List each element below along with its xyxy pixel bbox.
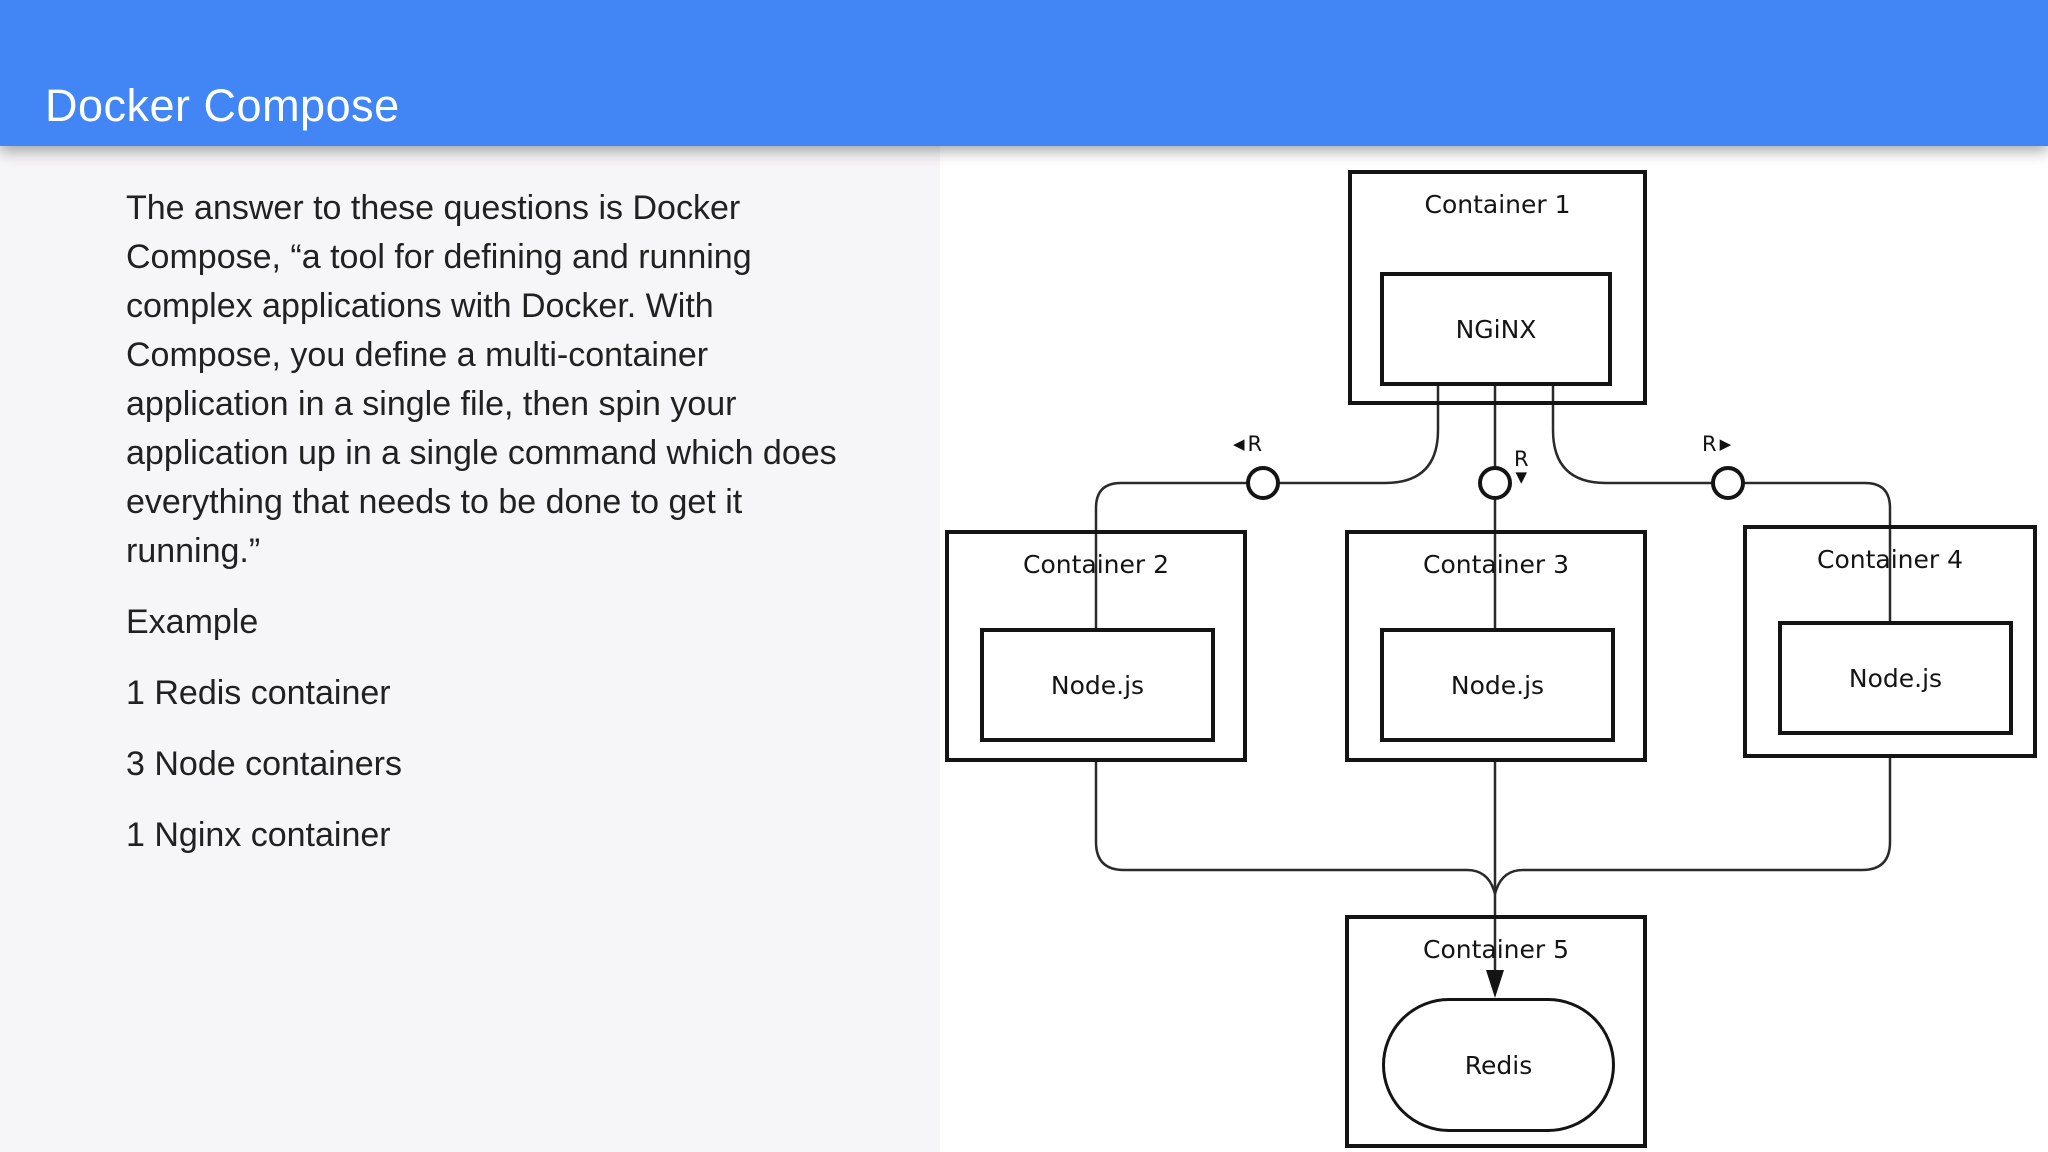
link-marker-right: R ▶: [1702, 434, 1731, 455]
link-marker-middle-label: R: [1514, 447, 1529, 471]
link-port-right: [1711, 466, 1745, 500]
paragraph-line: Compose, you define a multi-container: [126, 336, 709, 374]
container-2-box: Container 2: [945, 530, 1247, 762]
connector-nginx-to-container4: [1551, 386, 1892, 621]
text-column: The answer to these questions is Docker …: [126, 146, 906, 860]
slide-title: Docker Compose: [45, 80, 400, 131]
connector-nginx-to-container2: [1094, 386, 1440, 628]
paragraph-line: application up in a single command which…: [126, 434, 837, 472]
connector-container4-to-merge: [1493, 758, 1892, 895]
list-item-nginx: 1 Nginx container: [126, 816, 391, 854]
link-marker-left: ◀ R: [1233, 434, 1262, 455]
connector-lines: [1094, 386, 1892, 998]
paragraph-line: application in a single file, then spin …: [126, 385, 737, 423]
link-port-left: [1246, 466, 1280, 500]
arrow-left-icon: ◀: [1233, 435, 1245, 453]
connector-container2-to-merge: [1094, 762, 1497, 895]
paragraph-line: running.”: [126, 532, 261, 570]
redis-label: Redis: [1464, 1050, 1533, 1080]
container-3-box: Container 3: [1345, 530, 1647, 762]
container-5-title: Container 5: [1422, 935, 1570, 964]
paragraph-line: The answer to these questions is Docker: [126, 189, 741, 227]
nodejs-label: Node.js: [1450, 670, 1545, 700]
nodejs-node-1: Node.js: [980, 628, 1215, 742]
container-3-title: Container 3: [1422, 550, 1570, 579]
nginx-node: NGiNX: [1380, 272, 1612, 386]
container-1-box: Container 1: [1348, 170, 1647, 405]
link-port-middle: [1478, 466, 1512, 500]
paragraph-line: everything that needs to be done to get …: [126, 483, 743, 521]
link-marker-right-label: R: [1702, 432, 1717, 456]
nodejs-label: Node.js: [1050, 670, 1145, 700]
arrowhead-into-redis: [1486, 970, 1504, 998]
container-4-box: Container 4: [1743, 525, 2037, 758]
docker-compose-diagram: Container 1 NGiNX Container 2 Node.js Co…: [940, 146, 2048, 1152]
container-2-title: Container 2: [1022, 550, 1170, 579]
link-marker-middle: R ▼: [1514, 449, 1529, 485]
arrow-right-icon: ▶: [1719, 435, 1732, 453]
arrow-down-icon: ▼: [1515, 468, 1528, 486]
slide-header: Docker Compose: [0, 0, 2048, 146]
nodejs-node-3: Node.js: [1778, 621, 2013, 735]
nginx-label: NGiNX: [1455, 314, 1537, 344]
list-item-node: 3 Node containers: [126, 745, 402, 783]
container-5-box: Container 5: [1345, 915, 1647, 1148]
nodejs-node-2: Node.js: [1380, 628, 1615, 742]
example-label: Example: [126, 603, 259, 641]
nodejs-label: Node.js: [1848, 663, 1943, 693]
container-4-title: Container 4: [1816, 545, 1964, 574]
paragraph-line: complex applications with Docker. With: [126, 287, 714, 325]
list-item-redis: 1 Redis container: [126, 674, 391, 712]
link-marker-left-label: R: [1247, 432, 1263, 456]
redis-node: Redis: [1382, 998, 1615, 1132]
paragraph-line: Compose, “a tool for defining and runnin…: [126, 238, 752, 276]
container-1-title: Container 1: [1424, 190, 1571, 219]
body-paragraph: The answer to these questions is Docker …: [126, 184, 906, 576]
